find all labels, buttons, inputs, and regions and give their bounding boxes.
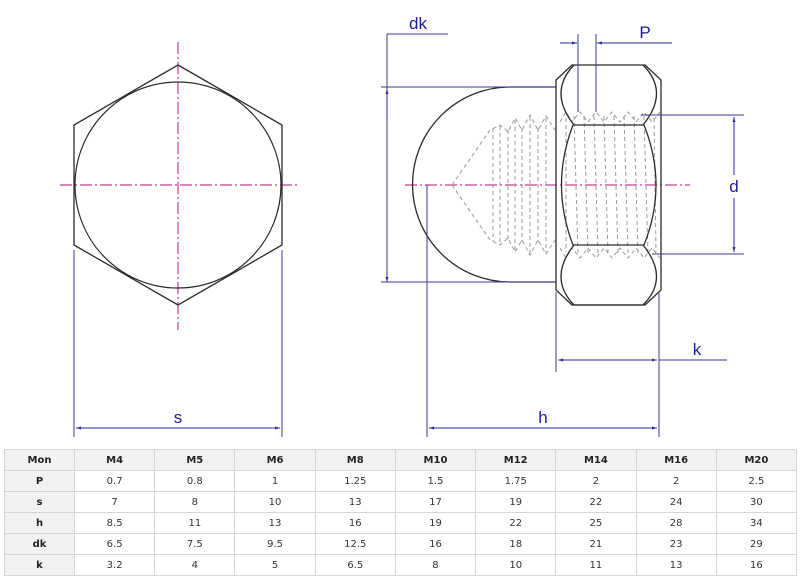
table-row: k 3.2 4 5 6.5 8 10 11 13 16 [4,554,798,576]
bearing-face-circle [74,81,282,289]
row-label: P [4,470,75,492]
table-cell: 1.75 [475,470,557,492]
header-cell: M14 [555,449,637,471]
table-cell: 22 [555,491,637,513]
table-row: dk 6.5 7.5 9.5 12.5 16 18 21 23 29 [4,533,798,555]
table-cell: 0.7 [73,470,156,492]
table-cell: 21 [555,533,637,555]
table-cell: 13 [635,554,717,576]
side-view: dk P d k h [381,14,744,437]
table-cell: 13 [314,491,396,513]
header-cell: M8 [314,449,396,471]
table-row: s 7 8 10 13 17 19 22 24 30 [4,491,798,513]
table-cell: 1.5 [394,470,477,492]
table-cell: 9.5 [234,533,316,555]
table-cell: 19 [394,512,477,534]
header-cell: M4 [73,449,156,471]
table-cell: 10 [234,491,316,513]
table-cell: 11 [555,554,637,576]
table-cell: 22 [475,512,557,534]
table-cell: 24 [635,491,717,513]
table-cell: 1.25 [314,470,396,492]
table-header-row: Mon M4 M5 M6 M8 M10 M12 M14 M16 M20 [4,449,798,471]
header-cell: M10 [394,449,477,471]
technical-drawing: s [60,14,744,437]
table-row: P 0.7 0.8 1 1.25 1.5 1.75 2 2 2.5 [4,470,798,492]
table-cell: 2 [555,470,637,492]
table-cell: 23 [635,533,717,555]
table-cell: 10 [475,554,557,576]
hidden-thread-lines [451,111,661,259]
table-cell: 6.5 [73,533,156,555]
table-cell: 6.5 [314,554,396,576]
table-cell: 18 [475,533,557,555]
table-cell: 7 [73,491,156,513]
table-cell: 8 [154,491,236,513]
end-view: s [60,42,300,437]
header-cell: M5 [154,449,236,471]
dimension-label-s: s [174,408,183,427]
table-cell: 17 [394,491,477,513]
row-label: dk [4,533,75,555]
dimension-label-p: P [639,23,650,42]
table-cell: 1 [234,470,316,492]
table-cell: 30 [715,491,798,513]
table-cell: 11 [154,512,236,534]
table-cell: 13 [234,512,316,534]
header-cell: Mon [4,449,75,471]
table-cell: 16 [394,533,477,555]
table-cell: 28 [635,512,717,534]
dimension-label-d: d [729,177,738,196]
table-cell: 8 [394,554,477,576]
header-cell: M6 [234,449,316,471]
table-cell: 4 [154,554,236,576]
table-cell: 5 [234,554,316,576]
dimension-label-dk: dk [409,14,427,33]
row-label: s [4,491,75,513]
dimension-label-k: k [693,340,702,359]
table-cell: 29 [715,533,798,555]
header-cell: M20 [715,449,798,471]
hexagon-outline [73,64,283,306]
table-cell: 16 [314,512,396,534]
dome-cap-outline [411,86,556,283]
dimensions-table: Mon M4 M5 M6 M8 M10 M12 M14 M16 M20 P 0.… [4,449,798,576]
table-cell: 3.2 [73,554,156,576]
dimension-label-h: h [538,408,547,427]
table-cell: 2.5 [715,470,798,492]
table-cell: 16 [715,554,798,576]
table-cell: 7.5 [154,533,236,555]
row-label: k [4,554,75,576]
header-cell: M16 [635,449,717,471]
table-cell: 12.5 [314,533,396,555]
table-cell: 25 [555,512,637,534]
table-cell: 0.8 [154,470,236,492]
table-cell: 2 [635,470,717,492]
table-cell: 34 [715,512,798,534]
row-label: h [4,512,75,534]
table-cell: 8.5 [73,512,156,534]
table-cell: 19 [475,491,557,513]
header-cell: M12 [475,449,557,471]
table-row: h 8.5 11 13 16 19 22 25 28 34 [4,512,798,534]
